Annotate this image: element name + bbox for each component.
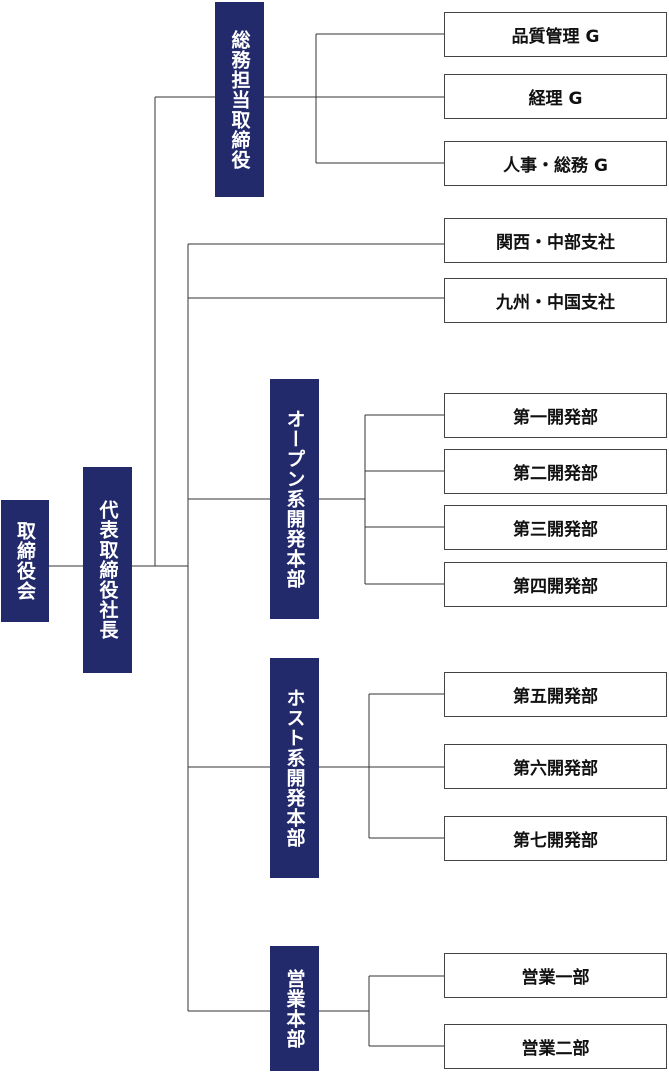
department-label: 営業一部 [521,968,590,988]
department-label: 第一開発部 [513,408,598,428]
group-quality-management: 品質管理 G [444,12,667,57]
department-box: 営業一部 [444,953,667,998]
department-label: 第二開発部 [513,464,598,484]
division-host-systems-box: ホスト系開発本部 [270,658,319,878]
department-label: 第五開発部 [513,687,598,707]
board-label: 取締役会 [14,521,36,601]
president-label: 代表取締役社長 [96,500,119,640]
department-box: 第五開発部 [444,672,667,717]
branch-kyushu-chugoku: 九州・中国支社 [444,278,667,323]
division-label: ホスト系開発本部 [283,688,306,848]
general-affairs-director-label: 総務担当取締役 [228,29,251,170]
branch-label: 関西・中部支社 [496,233,615,253]
department-box: 第二開発部 [444,449,667,494]
division-label: オープン系開発本部 [283,409,306,589]
department-label: 第六開発部 [513,759,598,779]
department-label: 第七開発部 [513,831,598,851]
group-hr-general-affairs: 人事・総務 G [444,141,667,186]
branch-label: 九州・中国支社 [496,293,615,313]
department-box: 第一開発部 [444,393,667,438]
group-label: 経理 G [528,89,583,109]
general-affairs-director-box: 総務担当取締役 [215,2,264,197]
board-box: 取締役会 [1,500,49,622]
president-box: 代表取締役社長 [83,467,132,673]
group-label: 品質管理 G [511,27,600,47]
group-accounting: 経理 G [444,74,667,119]
branch-kansai-chubu: 関西・中部支社 [444,218,667,263]
department-label: 第四開発部 [513,577,598,597]
department-box: 第六開発部 [444,744,667,789]
division-sales-box: 営業本部 [270,946,319,1071]
department-label: 第三開発部 [513,520,598,540]
department-label: 営業二部 [521,1039,590,1059]
department-box: 第七開発部 [444,816,667,861]
group-label: 人事・総務 G [503,156,608,176]
division-label: 営業本部 [283,968,306,1049]
department-box: 第四開発部 [444,562,667,607]
department-box: 第三開発部 [444,505,667,550]
division-open-systems-box: オープン系開発本部 [270,379,319,619]
department-box: 営業二部 [444,1024,667,1069]
